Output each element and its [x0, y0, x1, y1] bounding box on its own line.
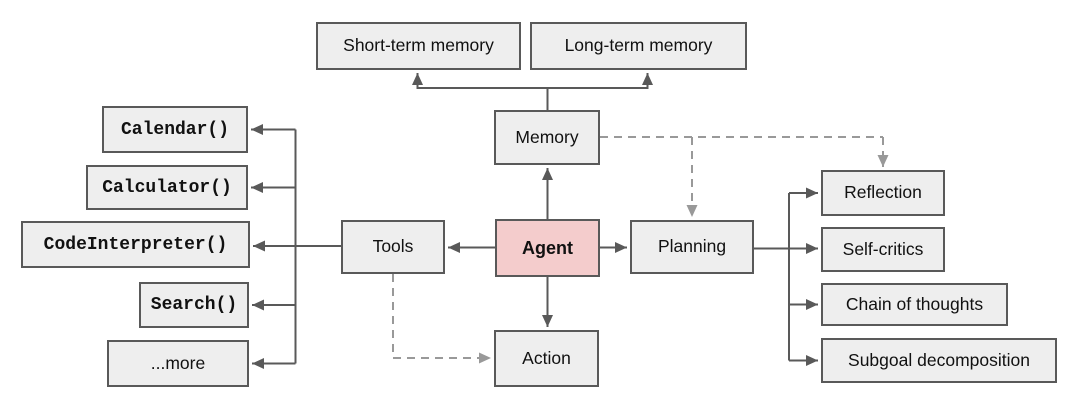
node-short-term-memory: Short-term memory: [316, 22, 521, 70]
node-reflection: Reflection: [821, 170, 945, 216]
node-agent: Agent: [495, 219, 600, 277]
node-memory: Memory: [494, 110, 600, 165]
node-code-interpreter: CodeInterpreter(): [21, 221, 250, 268]
node-self-critics: Self-critics: [821, 227, 945, 272]
node-long-term-memory: Long-term memory: [530, 22, 747, 70]
node-search: Search(): [139, 282, 249, 328]
node-subgoal-decomposition: Subgoal decomposition: [821, 338, 1057, 383]
node-calculator: Calculator(): [86, 165, 248, 210]
node-chain-of-thoughts: Chain of thoughts: [821, 283, 1008, 326]
node-planning: Planning: [630, 220, 754, 274]
node-tools: Tools: [341, 220, 445, 274]
node-calendar: Calendar(): [102, 106, 248, 153]
node-action: Action: [494, 330, 599, 387]
node-more: ...more: [107, 340, 249, 387]
